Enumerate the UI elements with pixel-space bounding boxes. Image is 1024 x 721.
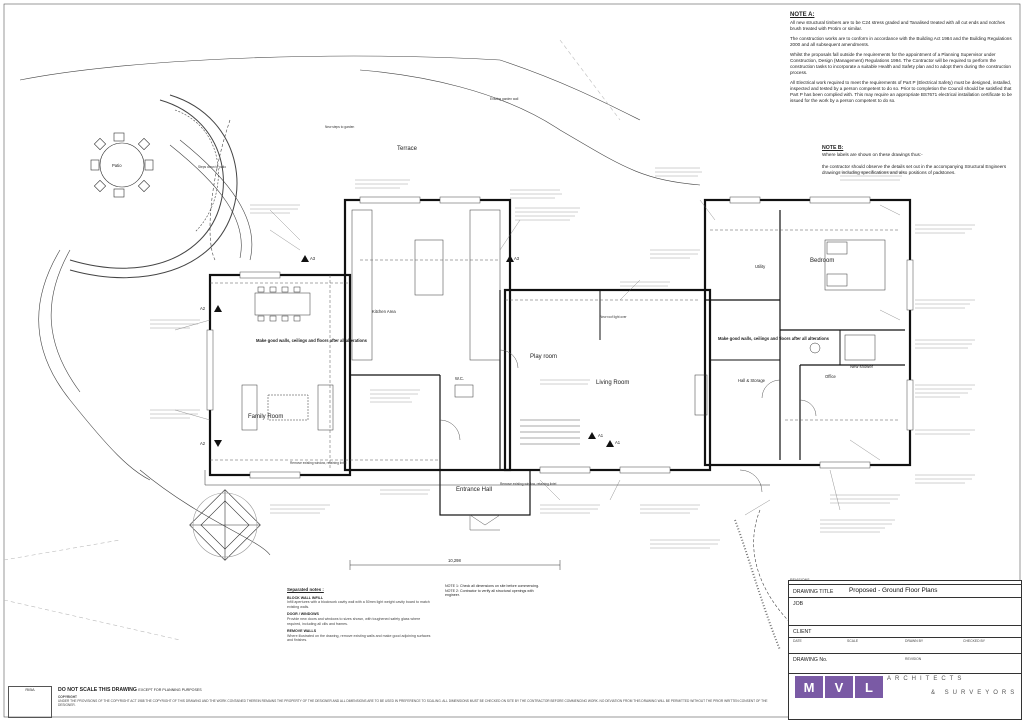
- drawn-by-label: DRAWN BY: [905, 639, 924, 643]
- section-a3: A3: [514, 256, 520, 261]
- client-label: CLIENT: [793, 629, 812, 635]
- room-label-utility: Utility: [755, 264, 766, 269]
- gazebo: [189, 489, 261, 561]
- riba-stamp: RIBA: [8, 686, 52, 718]
- note-steps-patio: Steps down to patio: [198, 165, 226, 169]
- copyright-note: COPYRIGHT UNDER THE PROVISIONS OF THE CO…: [58, 695, 773, 707]
- room-label-shower: New shower: [850, 364, 874, 369]
- firm-logo: M V L: [795, 676, 883, 698]
- note-remove-window: Remove existing window, retaining lintel: [290, 461, 347, 465]
- section-a2-left: A2: [200, 306, 206, 311]
- do-not-scale-suffix: EXCEPT FOR PLANNING PURPOSES: [138, 688, 202, 692]
- logo-letter: V: [825, 676, 853, 698]
- checked-by-label: CHECKED BY: [963, 639, 986, 643]
- dimension-text: 10,298: [448, 558, 461, 563]
- drawing-title-label: DRAWING TITLE: [793, 589, 834, 595]
- legend-item-body: Where illustrated on the drawing, remove…: [287, 633, 431, 643]
- room-label-kitchen: Kitchen Area: [372, 309, 396, 314]
- scale-label: SCALE: [847, 639, 859, 643]
- legend-item-name: BLOCK WALL INFILL: [287, 595, 324, 600]
- firm-name-architects: ARCHITECTS: [887, 676, 966, 682]
- dimension-line: [204, 470, 770, 570]
- date-label: DATE: [793, 639, 802, 643]
- legend: Separated notes : BLOCK WALL INFILL Infi…: [287, 587, 432, 643]
- legend-item-body: Infill apertures with a blockwork cavity…: [287, 600, 430, 609]
- building-walls: [208, 198, 912, 516]
- room-label-playroom: Play room: [530, 354, 557, 360]
- room-label-family: Family Room: [248, 414, 283, 420]
- note-a-p4: All Electrical work required to meet the…: [790, 80, 1012, 103]
- door-swings: [439, 349, 817, 531]
- section-a1: A1: [615, 440, 621, 445]
- note-roof-light: New roof light over: [600, 315, 628, 319]
- section-a2-left-b: A2: [200, 441, 206, 446]
- room-label-office: Office: [825, 374, 837, 379]
- copyright-title: COPYRIGHT: [58, 695, 77, 699]
- note-new-steps: New steps to garden: [325, 125, 354, 129]
- note-a-title: NOTE A:: [790, 12, 815, 18]
- windows: [206, 196, 914, 479]
- note-a-p3: Whilst the proposals fall outside the re…: [790, 52, 1011, 75]
- room-label-wc: W.C.: [455, 376, 464, 381]
- logo-letter: M: [795, 676, 823, 698]
- drawing-title: Proposed - Ground Floor Plans: [849, 587, 938, 594]
- room-label-living: Living Room: [596, 380, 629, 386]
- legend-item-name: DOOR / WINDOWS: [287, 612, 319, 617]
- note-garden-wall: Existing garden wall: [490, 97, 519, 101]
- note-remove-window-2: Remove existing window, retaining lintel: [500, 482, 557, 486]
- room-label-entrance: Entrance Hall: [456, 487, 492, 493]
- title-block: DRAWING TITLE Proposed - Ground Floor Pl…: [788, 580, 1022, 720]
- note-make-good-east: Make good walls, ceilings and floors aft…: [718, 336, 830, 341]
- revision-label: REVISION: [905, 657, 922, 661]
- copyright-text: UNDER THE PROVISIONS OF THE COPYRIGHT AC…: [58, 699, 768, 707]
- note-a-p1: All new structural timbers are to be C24…: [790, 20, 1005, 31]
- note-b-title: NOTE B:: [822, 145, 844, 151]
- annotation-leaders: [174, 199, 901, 516]
- centre-note: NOTE 1: Check all dimensions on site bef…: [445, 584, 540, 598]
- annotation-text-blocks: [150, 167, 975, 549]
- furniture: [241, 209, 886, 445]
- site-landscape: [3, 39, 811, 651]
- job-label: JOB: [793, 601, 804, 607]
- note-b-p1: Where labels are shown on these drawings…: [822, 152, 923, 157]
- do-not-scale: DO NOT SCALE THIS DRAWING: [58, 687, 137, 693]
- structural-lines: [210, 229, 900, 470]
- note-b-body: Where labels are shown on these drawings…: [822, 152, 1012, 176]
- room-label-terrace: Terrace: [397, 146, 418, 152]
- room-label-patio: Patio: [112, 163, 122, 168]
- note-b-p2: the contractor should observe the detail…: [822, 164, 1007, 175]
- section-markers: [214, 255, 614, 447]
- room-label-hall-storage: Hall & Storage: [738, 378, 766, 383]
- note-a-p2: The construction works are to conform in…: [790, 36, 1012, 47]
- section-a3-west: A3: [310, 256, 316, 261]
- note-a-body: All new structural timbers are to be C24…: [790, 20, 1015, 108]
- drawing-no-label: DRAWING No.: [793, 657, 828, 663]
- patio-table: [90, 132, 154, 198]
- logo-letter: L: [855, 676, 883, 698]
- firm-name-surveyors: & SURVEYORS: [931, 690, 1019, 696]
- room-label-bedroom: Bedroom: [810, 258, 834, 264]
- legend-item-name: REMOVE WALLS: [287, 629, 317, 634]
- do-not-scale-note: DO NOT SCALE THIS DRAWING EXCEPT FOR PLA…: [58, 687, 202, 693]
- legend-item-body: Provide new doors and windows to sizes s…: [287, 616, 421, 626]
- legend-title: Separated notes :: [287, 587, 324, 592]
- note-make-good-west: Make good walls, ceilings and floors aft…: [256, 338, 368, 343]
- section-a1-b: A1: [598, 433, 604, 438]
